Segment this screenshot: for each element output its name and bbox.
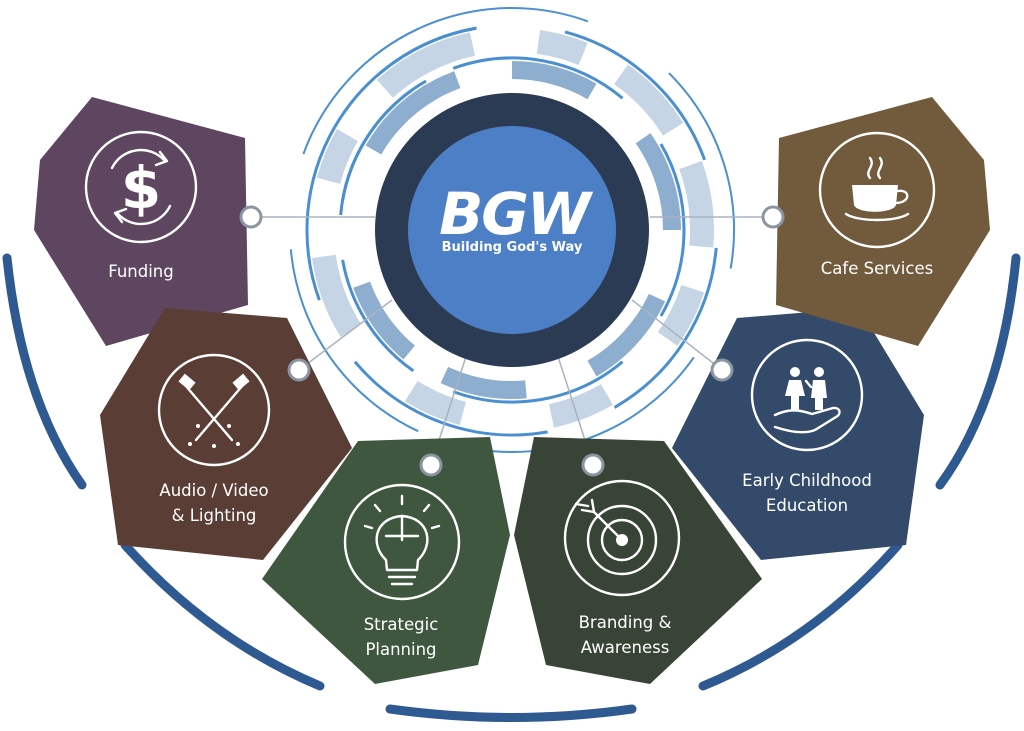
connector-dot <box>581 453 605 477</box>
audio-label-line2: & Lighting <box>172 506 257 525</box>
node-cafe-services: Cafe Services <box>776 97 990 346</box>
connector-line <box>298 299 393 371</box>
deco-arc <box>311 254 362 338</box>
deco-arc <box>635 133 681 231</box>
deco-arc <box>613 64 684 136</box>
deco-arc <box>302 27 419 155</box>
spotlights-icon <box>157 353 271 467</box>
deco-arc <box>452 56 624 100</box>
funding-shape <box>34 97 248 346</box>
deco-arc <box>305 126 336 301</box>
branding-label-line2: Awareness <box>581 638 670 657</box>
dollar-cycle-icon: $ <box>84 130 198 244</box>
arc-segment-right <box>935 253 1021 490</box>
logo-text: BGW <box>439 180 594 248</box>
deco-arc <box>492 356 695 453</box>
deco-arc <box>289 249 419 433</box>
logo-tagline: Building God's Way <box>442 240 583 255</box>
lightbulb-puzzle-icon <box>343 483 461 601</box>
deco-arc <box>379 26 477 75</box>
strategic-label-line2: Planning <box>365 640 436 659</box>
deco-arc <box>564 30 707 161</box>
arc-segment-lower-right <box>698 540 903 691</box>
deco-arc <box>613 247 718 409</box>
deco-arc <box>404 380 467 426</box>
hub-core <box>408 126 616 334</box>
deco-arc <box>679 160 714 248</box>
early-shape <box>672 308 924 560</box>
arc-segment-left <box>2 253 87 490</box>
coffee-cup-icon <box>818 131 936 249</box>
children-hand-icon <box>750 338 864 452</box>
branding-shape <box>514 437 762 684</box>
outer-arc-ring <box>2 253 1021 722</box>
deco-arc <box>548 384 613 428</box>
cafe-label: Cafe Services <box>821 259 933 278</box>
branding-label-line1: Branding & <box>579 613 672 632</box>
target-arrow-icon <box>563 479 681 597</box>
deco-arc <box>452 360 624 404</box>
strategic-label-line1: Strategic <box>364 615 439 634</box>
node-funding: $ Funding <box>34 97 248 346</box>
deco-arc <box>668 72 735 269</box>
audio-label-line1: Audio / Video <box>159 481 268 500</box>
deco-arc <box>657 284 705 346</box>
deco-arc <box>376 40 452 98</box>
node-branding-awareness: Branding & Awareness <box>514 437 762 684</box>
deco-arc <box>659 143 686 317</box>
svg-text:$: $ <box>121 154 161 222</box>
deco-arc <box>353 281 416 360</box>
deco-arc <box>341 259 415 373</box>
deco-arc <box>511 61 597 100</box>
deco-arc <box>440 366 527 399</box>
deco-arc <box>353 360 548 437</box>
deco-arc <box>536 29 588 66</box>
arc-segment-lower-left <box>120 540 325 691</box>
node-strategic-planning: Strategic Planning <box>262 437 510 684</box>
connector-dots <box>239 205 785 477</box>
connector-dot <box>239 205 263 229</box>
connector-dot <box>761 205 785 229</box>
deco-arc <box>339 79 427 216</box>
deco-arc <box>365 83 437 155</box>
early-label-line2: Education <box>766 496 848 515</box>
arc-segment-bottom <box>385 704 637 722</box>
connector-dot <box>287 358 311 382</box>
connector-dot <box>710 358 734 382</box>
connector-line <box>631 299 723 371</box>
deco-arc <box>316 129 358 185</box>
funding-label: Funding <box>108 262 174 281</box>
connector-dot <box>419 453 443 477</box>
hub: BGW Building God's Way <box>375 93 649 367</box>
node-early-childhood-education: Early Childhood Education <box>672 308 924 560</box>
hub-decorative-rings <box>289 7 735 453</box>
early-label-line1: Early Childhood <box>742 471 872 490</box>
deco-arc <box>587 293 666 377</box>
